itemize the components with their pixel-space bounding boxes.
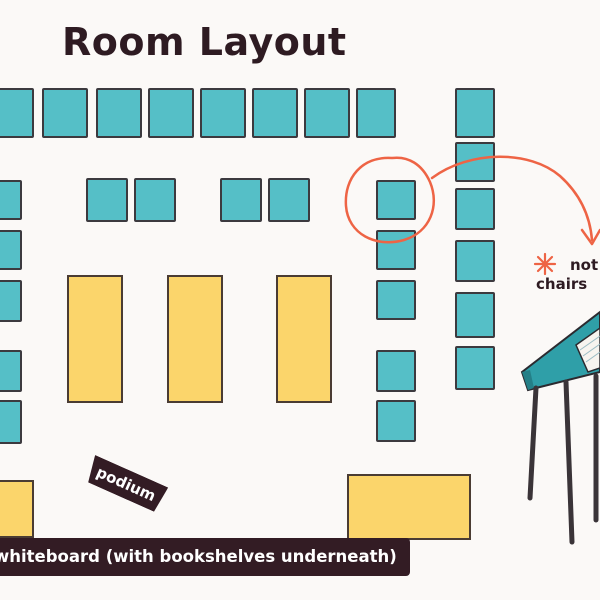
desk-row2-4	[268, 178, 310, 222]
table-3	[276, 275, 332, 403]
page-title: Room Layout	[62, 20, 347, 64]
desk-top-1	[0, 88, 34, 138]
table-1	[67, 275, 123, 403]
annotation-note-line1: not	[570, 256, 599, 274]
desk-left-5	[0, 400, 22, 444]
desk-row2-2	[134, 178, 176, 222]
desk-inner-2	[376, 230, 416, 270]
desk-top-5	[200, 88, 246, 138]
desk-top-8	[356, 88, 396, 138]
desk-top-7	[304, 88, 350, 138]
desk-inner-4	[376, 350, 416, 392]
desk-row2-1	[86, 178, 128, 222]
desk-top-4	[148, 88, 194, 138]
desk-inner-1	[376, 180, 416, 220]
desk-right-1	[455, 88, 495, 138]
desk-inner-3	[376, 280, 416, 320]
table-2	[167, 275, 223, 403]
desk-top-3	[96, 88, 142, 138]
desk-left-1	[0, 180, 22, 220]
desk-top-2	[42, 88, 88, 138]
student-desk-icon	[520, 310, 600, 545]
desk-right-4	[455, 240, 495, 282]
desk-row2-3	[220, 178, 262, 222]
desk-left-4	[0, 350, 22, 392]
desk-right-3	[455, 188, 495, 230]
annotation-note: not chairs	[536, 256, 598, 294]
curved-arrow-icon	[430, 155, 600, 246]
circle-highlight-icon	[344, 156, 435, 244]
desk-inner-5	[376, 400, 416, 442]
desk-left-2	[0, 230, 22, 270]
desk-top-6	[252, 88, 298, 138]
table-4	[0, 480, 34, 538]
asterisk-icon	[533, 252, 557, 276]
annotation-note-line2: chairs	[536, 275, 588, 293]
desk-right-6	[455, 346, 495, 390]
desk-left-3	[0, 280, 22, 322]
desk-right-5	[455, 292, 495, 338]
whiteboard-label: whiteboard (with bookshelves underneath)	[0, 538, 410, 576]
